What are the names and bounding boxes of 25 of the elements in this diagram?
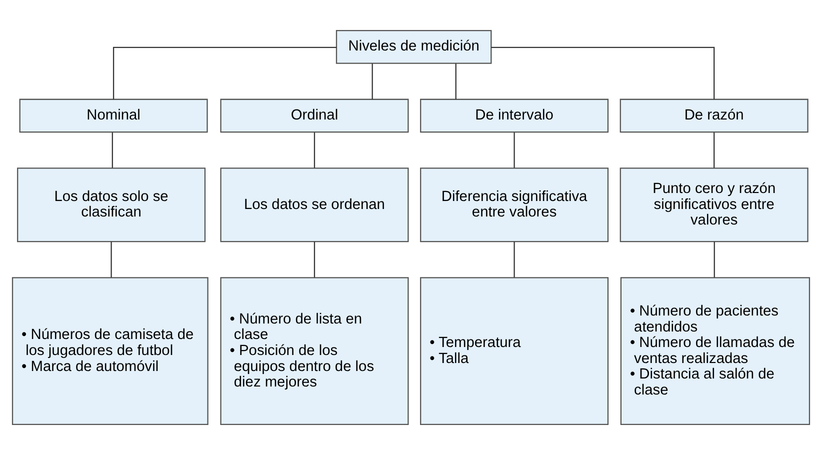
node-box: • Número de pacientes atendidos • Número de llamadas de ventas realizadas • Distancia al salón de clase — [620, 276, 810, 425]
node-box: Nominal — [19, 98, 208, 132]
node-box: Ordinal — [220, 98, 409, 132]
connector — [110, 241, 112, 277]
node-box: Diferencia significativa entre valores — [420, 167, 609, 242]
connector — [514, 132, 515, 168]
connector — [314, 132, 316, 168]
connector — [514, 241, 515, 277]
connector — [455, 63, 456, 99]
node-box: • Números de camiseta de los jugadores de futbol • Marca de automóvil — [12, 276, 208, 425]
connector — [112, 46, 336, 99]
node-box: De intervalo — [420, 98, 609, 132]
connector — [112, 132, 113, 168]
connector — [714, 241, 715, 277]
node-box: • Temperatura • Talla — [420, 276, 609, 425]
node-box: Los datos se ordenan — [220, 167, 409, 242]
connector — [372, 63, 373, 99]
node-box: Los datos solo se clasifican — [17, 167, 206, 242]
node-box: Niveles de medición — [336, 29, 492, 64]
connector — [491, 46, 715, 99]
connector — [714, 132, 715, 168]
connector — [314, 241, 316, 277]
node-box: Punto cero y razón significativos entre valores — [620, 167, 808, 242]
node-box: De razón — [620, 98, 808, 132]
node-box: • Número de lista en clase • Posición de los equipos dentro de los diez mejores — [220, 276, 409, 425]
